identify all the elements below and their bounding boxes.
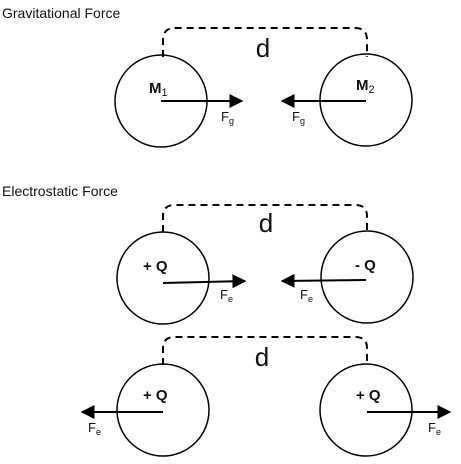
repel-distance-label: d [255,342,269,372]
gravitational-title: Gravitational Force [2,5,120,21]
attract-distance-bracket [162,204,368,232]
attract-left-charge-circle [116,231,210,325]
repel-left-charge-circle [116,363,210,457]
repel-force-label-left: Fe [88,420,101,437]
attract-right-charge-label: - Q [355,257,376,274]
gravitational-distance-bracket [162,27,368,57]
attract-force-label-left: Fe [220,287,233,304]
gravitational-distance-label: d [256,33,270,63]
gravitational-force-label-1: Fg [221,109,234,126]
attract-force-label-right: Fe [300,287,313,304]
attract-distance-label: d [259,208,273,238]
repel-left-charge-label: + Q [143,387,168,404]
mass1-label: M1 [149,80,168,99]
repel-right-charge-label: + Q [356,387,381,404]
mass2-label: M2 [356,77,375,96]
attract-right-charge-circle [320,230,414,324]
attract-force-arrow-right [280,273,367,288]
repel-distance-bracket [162,336,368,365]
repel-force-label-right: Fe [428,420,441,437]
attract-force-arrow-left [162,274,247,289]
electrostatic-title: Electrostatic Force [2,183,118,199]
repel-right-charge-circle [319,363,413,457]
gravitational-force-label-2: Fg [292,109,305,126]
attract-left-charge-label: + Q [143,258,168,275]
